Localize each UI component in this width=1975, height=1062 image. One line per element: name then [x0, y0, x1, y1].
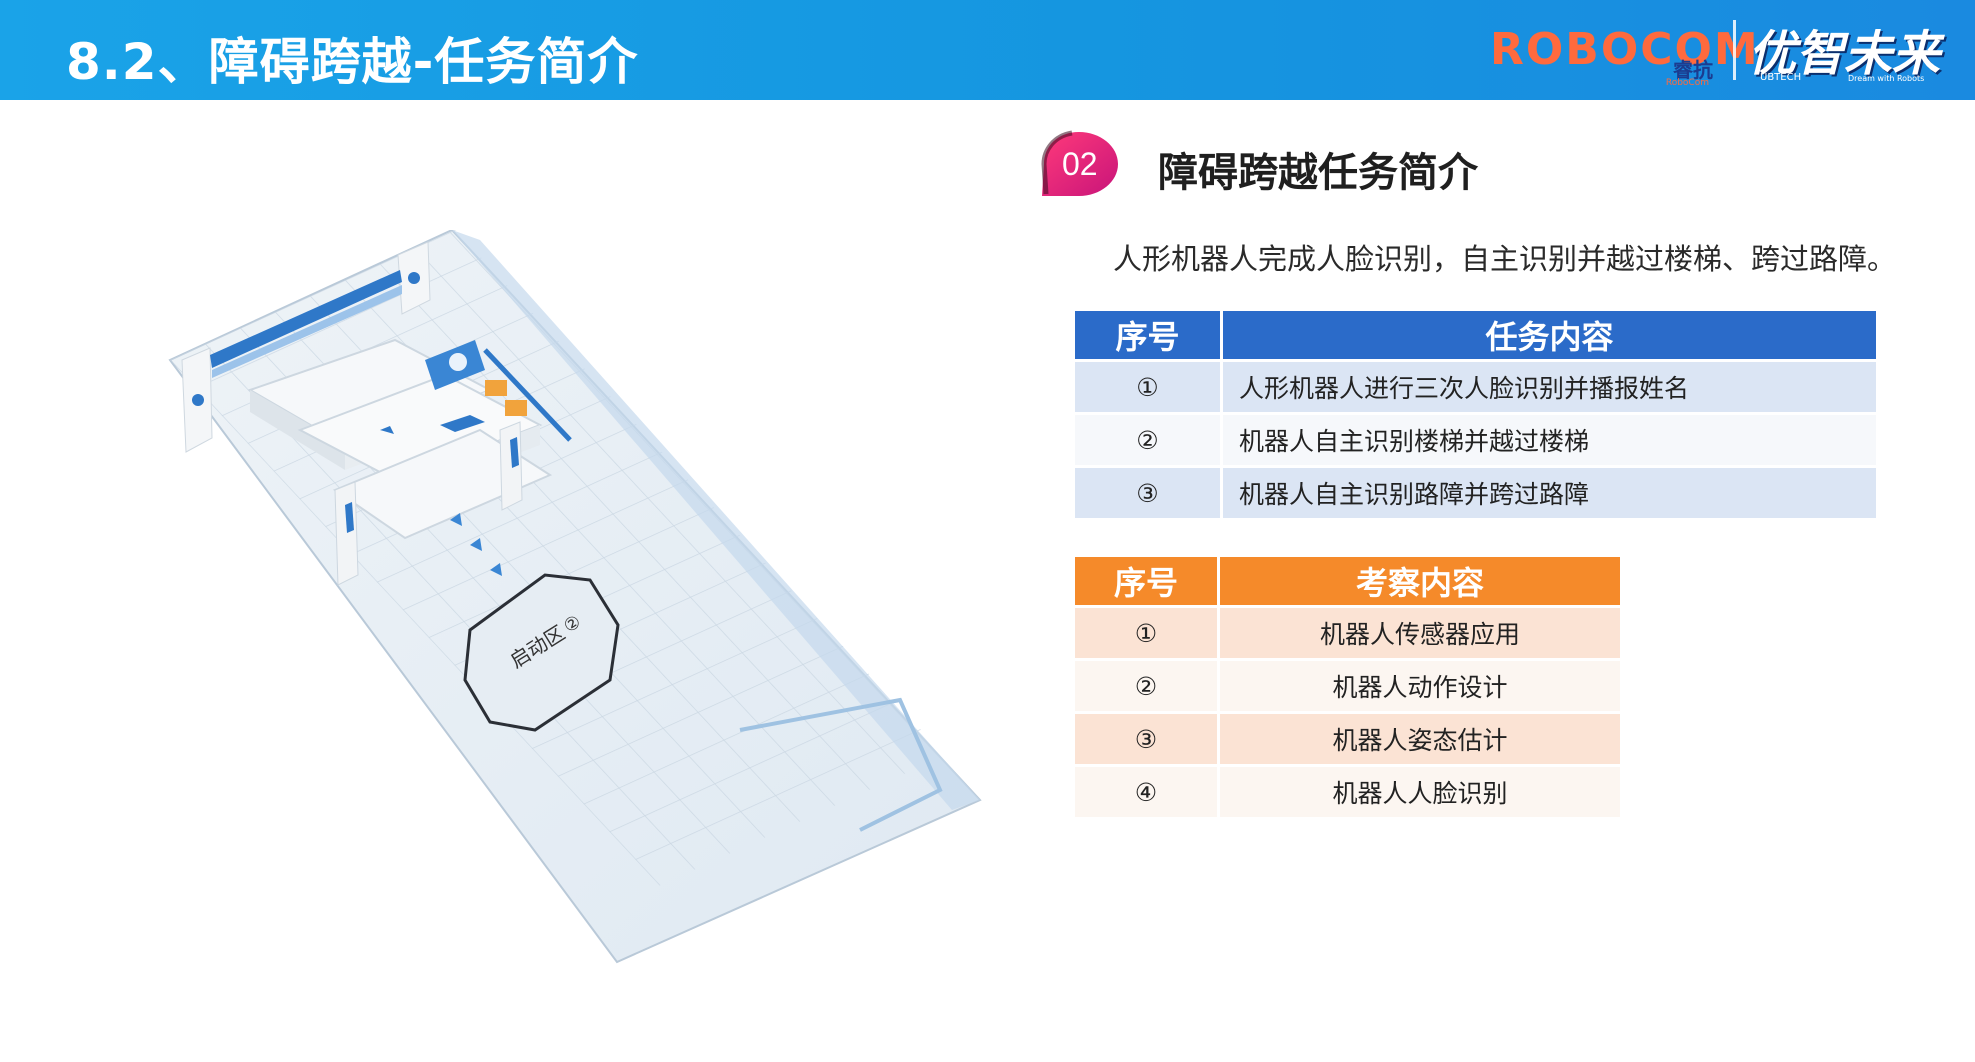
robocom-logo-text: ROBOCOM [1490, 24, 1760, 75]
task-row-num: ① [1075, 362, 1220, 412]
table-row: ② 机器人动作设计 [1075, 661, 1620, 711]
logo-divider [1733, 20, 1736, 80]
assess-row-text: 机器人姿态估计 [1220, 714, 1620, 764]
assess-row-num: ④ [1075, 767, 1217, 817]
control-panel-prop [425, 340, 572, 442]
table-row: ③ 机器人姿态估计 [1075, 714, 1620, 764]
face-recognition-gate [181, 241, 431, 453]
header-bar: 8.2、障碍跨越-任务简介 ROBOCOM 睿抗 RoboCom 优智未来 UB… [0, 0, 1975, 100]
section-number: 02 [1062, 146, 1098, 182]
assess-row-text: 机器人传感器应用 [1220, 608, 1620, 658]
task-row-num: ② [1075, 415, 1220, 465]
task-table-header: 序号 任务内容 [1075, 311, 1876, 359]
table-row: ① 人形机器人进行三次人脸识别并播报姓名 [1075, 362, 1876, 412]
task-table: 序号 任务内容 ① 人形机器人进行三次人脸识别并播报姓名 ② 机器人自主识别楼梯… [1072, 308, 1879, 521]
page-title: 8.2、障碍跨越-任务简介 [66, 33, 639, 91]
field-illustration: 启动区 ② [168, 230, 982, 964]
assess-row-text: 机器人动作设计 [1220, 661, 1620, 711]
hurdle-obstacle [332, 421, 553, 586]
assess-header-num: 序号 [1075, 557, 1217, 605]
start-zone: 启动区 ② [463, 573, 620, 732]
robocom-logo-sub: 睿抗 [1673, 58, 1713, 82]
robocom-logo: ROBOCOM 睿抗 RoboCom [1490, 18, 1758, 88]
section-number-badge [1041, 130, 1118, 196]
task-row-text: 人形机器人进行三次人脸识别并播报姓名 [1223, 362, 1876, 412]
task-row-num: ③ [1075, 468, 1220, 518]
assessment-table: 序号 考察内容 ① 机器人传感器应用 ② 机器人动作设计 ③ 机器人姿态估计 ④… [1072, 554, 1623, 820]
ubtech-logo: 优智未来 UBTECH Dream with Robots [1748, 12, 1960, 88]
table-row: ① 机器人传感器应用 [1075, 608, 1620, 658]
section-title: 障碍跨越任务简介 [1158, 150, 1478, 196]
assessment-table-header: 序号 考察内容 [1075, 557, 1620, 605]
robocom-logo-tiny: RoboCom [1665, 78, 1709, 88]
assess-row-num: ① [1075, 608, 1217, 658]
assess-row-text: 机器人人脸识别 [1220, 767, 1620, 817]
assess-header-content: 考察内容 [1220, 557, 1620, 605]
ubtech-logo-slogan: Dream with Robots [1848, 74, 1925, 83]
task-row-text: 机器人自主识别楼梯并越过楼梯 [1223, 415, 1876, 465]
task-row-text: 机器人自主识别路障并跨过路障 [1223, 468, 1876, 518]
task-header-content: 任务内容 [1223, 311, 1876, 359]
assess-row-num: ② [1075, 661, 1217, 711]
section-intro: 人形机器人完成人脸识别，自主识别并越过楼梯、跨过路障。 [1113, 242, 1897, 276]
table-row: ② 机器人自主识别楼梯并越过楼梯 [1075, 415, 1876, 465]
task-header-num: 序号 [1075, 311, 1220, 359]
ubtech-logo-main: 优智未来 [1748, 26, 1941, 82]
table-row: ③ 机器人自主识别路障并跨过路障 [1075, 468, 1876, 518]
path-arrows [450, 513, 502, 576]
assess-row-num: ③ [1075, 714, 1217, 764]
table-row: ④ 机器人人脸识别 [1075, 767, 1620, 817]
ubtech-logo-brand: UBTECH [1760, 72, 1802, 83]
